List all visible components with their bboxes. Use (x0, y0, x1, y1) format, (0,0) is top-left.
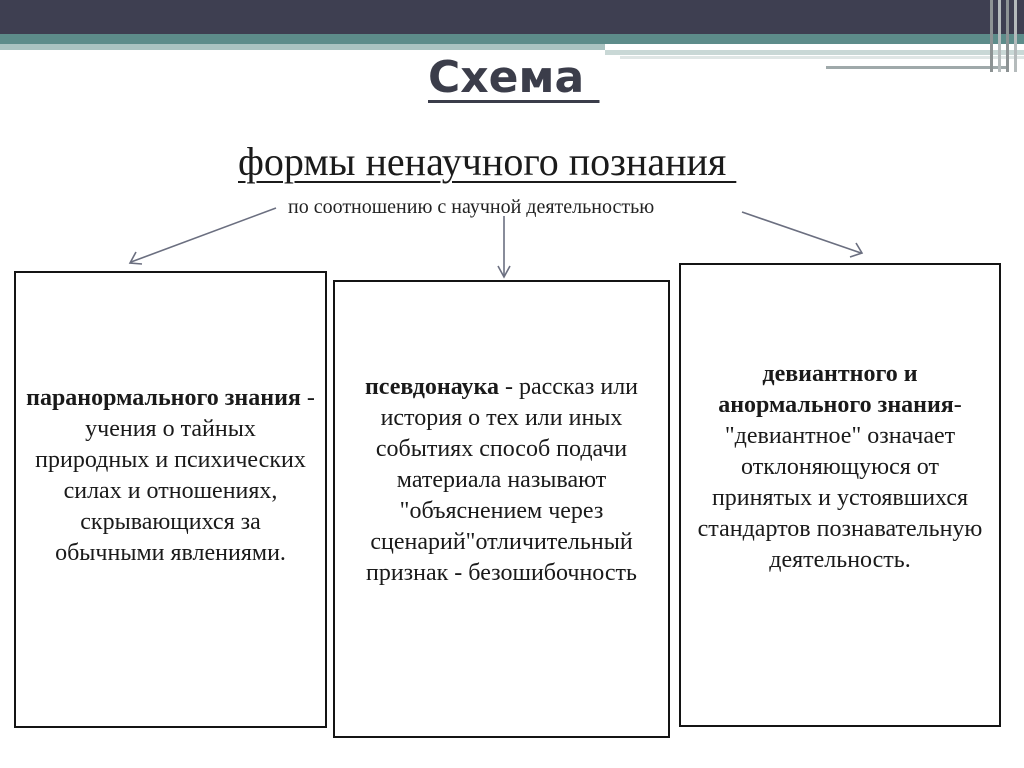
box-description: - "девиантное" означает отклоняющуюся от… (697, 392, 983, 573)
box-term: девиантного и анормального знания (718, 361, 954, 418)
header-banner (0, 0, 1024, 72)
box-term: паранормального знания (26, 385, 301, 411)
arrow-left (130, 207, 277, 263)
diagram-heading: формы ненаучного познания (238, 139, 737, 184)
box-term: псевдонаука (364, 374, 499, 400)
box-description: - учения о тайных природных и психически… (35, 385, 315, 566)
arrow-right (741, 211, 862, 254)
slide-title: Схема (428, 52, 600, 103)
form-box-pseudoscience: псевдонаука - рассказ или история о тех … (333, 280, 670, 738)
form-box-paranormal: паранормального знания - учения о тайных… (14, 271, 327, 728)
classification-criterion: по соотношению с научной деятельностью (288, 196, 655, 218)
form-box-deviant: девиантного и анормального знания- "деви… (679, 263, 1001, 727)
box-description: - рассказ или история о тех или иных соб… (365, 374, 639, 586)
